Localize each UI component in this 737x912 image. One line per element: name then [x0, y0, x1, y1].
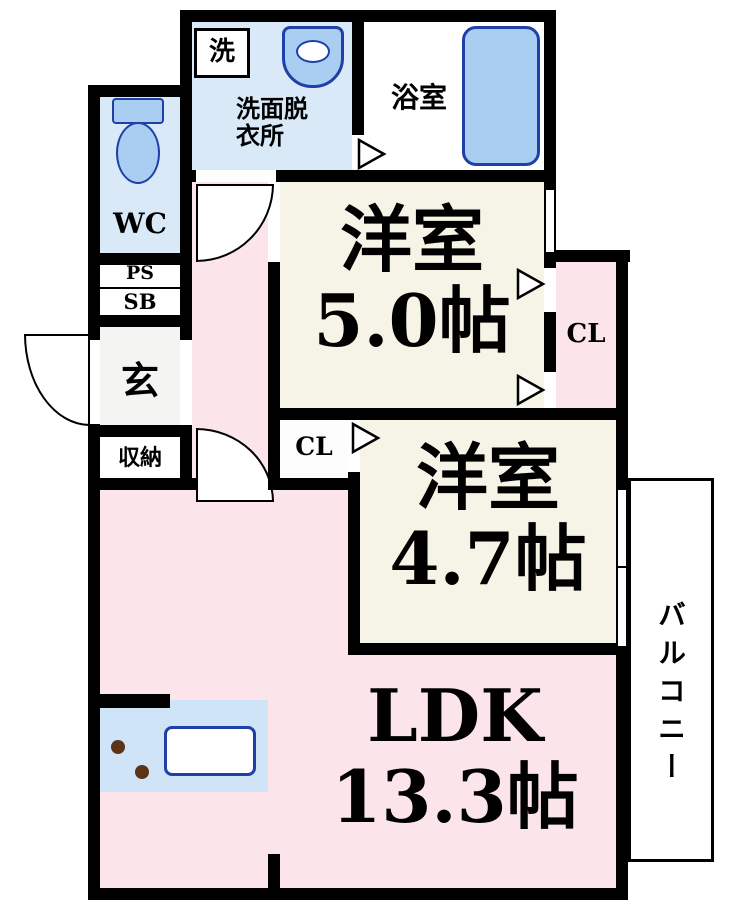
wall — [544, 312, 556, 372]
room-ldk-left — [100, 490, 348, 888]
room-storage — [100, 437, 180, 478]
wall — [352, 10, 364, 135]
ps-label: PS — [125, 262, 154, 284]
closet-center-label: CL — [295, 432, 333, 461]
folding-door-marker — [357, 137, 387, 171]
room-sb — [100, 289, 180, 315]
wall — [276, 170, 556, 182]
western-room-1-size: 5.0帖 — [313, 277, 511, 363]
closet-right-label: CL — [566, 319, 606, 349]
ldk-name: LDK — [367, 673, 543, 758]
bathtub-icon — [462, 26, 540, 166]
folding-door-marker — [516, 373, 546, 407]
room-western-1 — [280, 182, 544, 408]
western-room-2-name: 洋室 — [415, 435, 560, 520]
washing-machine-label: 洗 — [208, 37, 235, 68]
washroom-label-line1: 洗面脱 — [236, 94, 308, 123]
kitchen-sink-icon — [164, 726, 256, 776]
wall — [180, 170, 196, 182]
wall — [88, 424, 100, 900]
washroom-label-line2: 衣所 — [236, 120, 284, 150]
wall — [544, 250, 630, 262]
toilet-tank-icon — [112, 98, 164, 124]
wall — [180, 10, 556, 22]
washroom-label: 洗面脱 衣所 — [236, 94, 356, 150]
kitchen-counter-wall — [100, 694, 170, 708]
wall — [348, 472, 360, 655]
wall — [268, 408, 628, 420]
wall — [180, 428, 192, 490]
bathroom-label: 浴室 — [390, 81, 447, 114]
stove-burner-icon — [111, 740, 125, 754]
wall — [88, 85, 100, 340]
wall — [268, 478, 360, 490]
wall — [268, 262, 280, 490]
wall — [100, 287, 180, 289]
toilet-bowl-icon — [116, 122, 160, 184]
wall — [616, 646, 628, 900]
wall — [616, 250, 628, 490]
western-room-2-size: 4.7帖 — [389, 515, 587, 601]
wall — [544, 10, 556, 190]
storage-label: 収納 — [117, 445, 162, 471]
wall — [88, 253, 192, 265]
western-room-2-label: 洋室 4.7帖 — [360, 435, 616, 601]
balcony — [628, 478, 714, 862]
wall — [88, 315, 192, 327]
wall — [88, 425, 192, 437]
ldk-size: 13.3帖 — [331, 753, 579, 839]
room-ps — [100, 265, 180, 287]
wall — [268, 854, 280, 900]
ldk-label: LDK 13.3帖 — [255, 673, 655, 839]
window-sash-divider — [618, 566, 626, 568]
washbasin-bowl-icon — [296, 40, 330, 63]
room-western-2 — [360, 420, 616, 643]
window — [544, 190, 556, 252]
stove-burner-icon — [135, 765, 149, 779]
folding-door-marker — [516, 267, 546, 301]
balcony-label-wrap: バルコニー — [648, 550, 692, 840]
wall — [88, 478, 196, 490]
room-entrance — [100, 327, 180, 425]
door-arc-entrance — [24, 334, 90, 426]
entrance-label: 玄 — [120, 358, 159, 403]
closet-center — [280, 420, 348, 478]
wall — [88, 888, 628, 900]
sb-label: SB — [123, 289, 157, 314]
wall — [348, 643, 628, 655]
western-room-1-label: 洋室 5.0帖 — [280, 197, 544, 363]
balcony-sliding-window — [616, 490, 628, 646]
folding-door-marker — [351, 421, 381, 455]
washing-machine-icon: 洗 — [194, 28, 250, 78]
room-ldk-right — [348, 655, 616, 888]
wall — [88, 85, 192, 97]
balcony-label: バルコニー — [654, 600, 687, 790]
closet-right — [556, 262, 616, 408]
wc-label: WC — [113, 207, 167, 240]
western-room-1-name: 洋室 — [339, 197, 484, 282]
